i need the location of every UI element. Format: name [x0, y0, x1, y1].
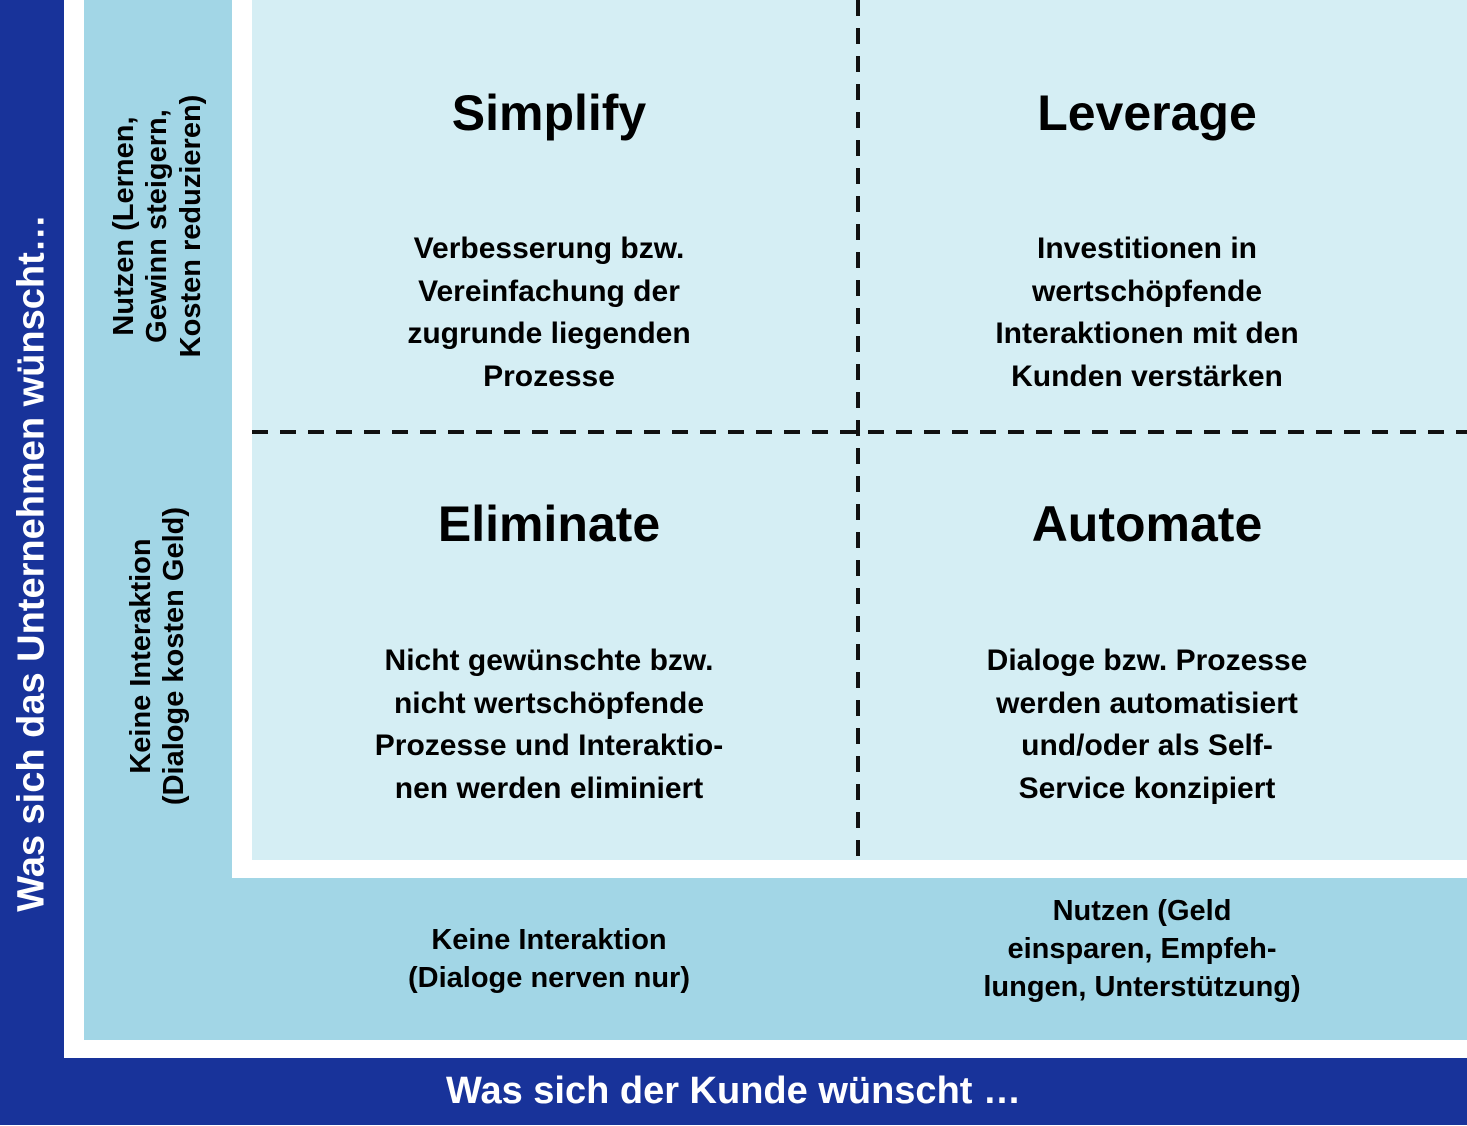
inner-y-band [84, 0, 232, 1040]
quadrant-automate-title: Automate [1031, 496, 1263, 552]
outer-x-label-text: Was sich der Kunde wünscht … [445, 1069, 1021, 1112]
quadrant-simplify-description: Verbesserung bzw. Vereinfachung der zugr… [407, 232, 691, 393]
y-top-label: Nutzen (Lernen, Gewinn steigern, Kosten … [88, 16, 228, 436]
quadrant-automate-description: Dialoge bzw. Prozesse werden automatisie… [986, 644, 1308, 805]
x-left-label-text: Keine Interaktion (Dialoge nerven nur) [408, 924, 690, 994]
outer-x-label: Was sich der Kunde wünscht … [0, 1058, 1467, 1125]
outer-x-band [0, 1058, 1467, 1125]
y-bottom-label: Keine Interaktion (Dialoge kosten Geld) [88, 446, 228, 866]
quadrant-leverage-title: Leverage [1037, 85, 1257, 141]
inner-x-band [84, 878, 1467, 1040]
quadrant-eliminate-description: Nicht gewünschte bzw. nicht wertschöpfen… [374, 644, 724, 805]
quadrant-leverage-description: Investitionen in wertschöpfende Interakt… [995, 232, 1299, 393]
quadrant-simplify-title: Simplify [451, 85, 647, 141]
outer-y-label: Was sich das Unternehmen wünscht… [3, 1, 63, 1126]
y-top-label-text: Nutzen (Lernen, Gewinn steigern, Kosten … [107, 94, 207, 358]
x-right-label: Nutzen (Geld einsparen, Empfeh- lungen, … [842, 885, 1442, 1015]
outer-y-label-text: Was sich das Unternehmen wünscht… [10, 214, 53, 912]
y-bottom-label-text: Keine Interaktion (Dialoge kosten Geld) [124, 506, 190, 806]
quadrant-eliminate-title: Eliminate [437, 496, 661, 552]
x-left-label: Keine Interaktion (Dialoge nerven nur) [252, 895, 846, 1025]
outer-y-band [0, 0, 64, 1125]
x-right-label-text: Nutzen (Geld einsparen, Empfeh- lungen, … [983, 895, 1301, 1003]
